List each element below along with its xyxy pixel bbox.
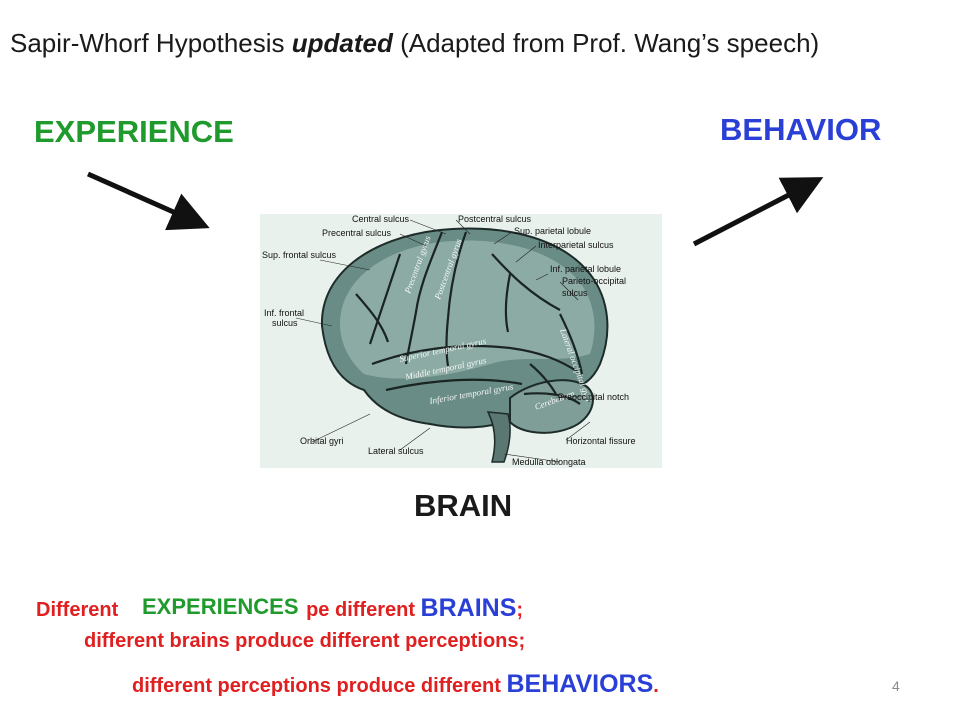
sup-frontal-sulcus-caption: Sup. frontal sulcus (262, 250, 337, 260)
preoccipital-notch-caption: Preoccipital notch (558, 392, 629, 402)
conclusion-line-1: Different EXPERIENCES shape different BR… (36, 594, 523, 623)
postcentral-sulcus-caption: Postcentral sulcus (458, 214, 532, 224)
parieto-occipital-caption: Parieto-occipital (562, 276, 626, 286)
line1-mid: shape different (266, 599, 421, 621)
conclusion-line-3: different perceptions produce different … (132, 670, 659, 699)
line1-blue: BRAINS (420, 594, 517, 622)
medulla-caption: Medulla oblongata (512, 457, 586, 467)
lateral-sulcus-caption: Lateral sulcus (368, 446, 424, 456)
brain-label: BRAIN (414, 488, 513, 523)
line3-end: . (653, 675, 659, 697)
inf-frontal-caption: Inf. frontal (264, 308, 304, 318)
parieto-occipital-sulcus-caption: sulcus (562, 288, 588, 298)
inf-parietal-lobule-caption: Inf. parietal lobule (550, 264, 621, 274)
line1-start: Different (36, 599, 124, 621)
cerebrum-highlight (340, 240, 595, 379)
title-emphasis: updated (291, 28, 393, 58)
page-number: 4 (892, 678, 900, 694)
brainstem-shape (486, 411, 511, 463)
line1-end: ; (516, 599, 524, 621)
brain-illustration: Precentral gyrus Postcentral gyrus Super… (262, 214, 636, 467)
horizontal-fissure-caption: Horizontal fissure (566, 436, 636, 446)
slide-title: Sapir-Whorf Hypothesis updated (Adapted … (10, 28, 819, 59)
line3-start: different perceptions produce different (132, 675, 507, 697)
title-part1: Sapir-Whorf Hypothesis (10, 28, 292, 58)
brain-diagram: Precentral gyrus Postcentral gyrus Super… (260, 214, 662, 468)
experience-arrow-icon (86, 171, 210, 231)
orbital-gyri-caption: Orbital gyri (300, 436, 344, 446)
sulci-lines (355, 231, 584, 405)
title-part2: (Adapted from Prof. Wang’s speech) (392, 28, 820, 58)
precentral-sulcus-caption: Precentral sulcus (322, 228, 392, 238)
sup-parietal-lobule-caption: Sup. parietal lobule (514, 226, 591, 236)
experience-label: EXPERIENCE (34, 114, 234, 149)
experiences-overlay: EXPERIENCES (134, 594, 307, 620)
conclusion-line-2: different brains produce different perce… (84, 630, 526, 652)
inf-frontal-sulcus-caption: sulcus (272, 318, 298, 328)
behavior-label: BEHAVIOR (720, 112, 882, 147)
line3-blue: BEHAVIORS (506, 670, 654, 698)
callout-lines (295, 219, 591, 463)
interparietal-sulcus-caption: Interparietal sulcus (538, 240, 614, 250)
central-sulcus-caption: Central sulcus (352, 214, 410, 224)
behavior-arrow-icon (692, 177, 824, 247)
